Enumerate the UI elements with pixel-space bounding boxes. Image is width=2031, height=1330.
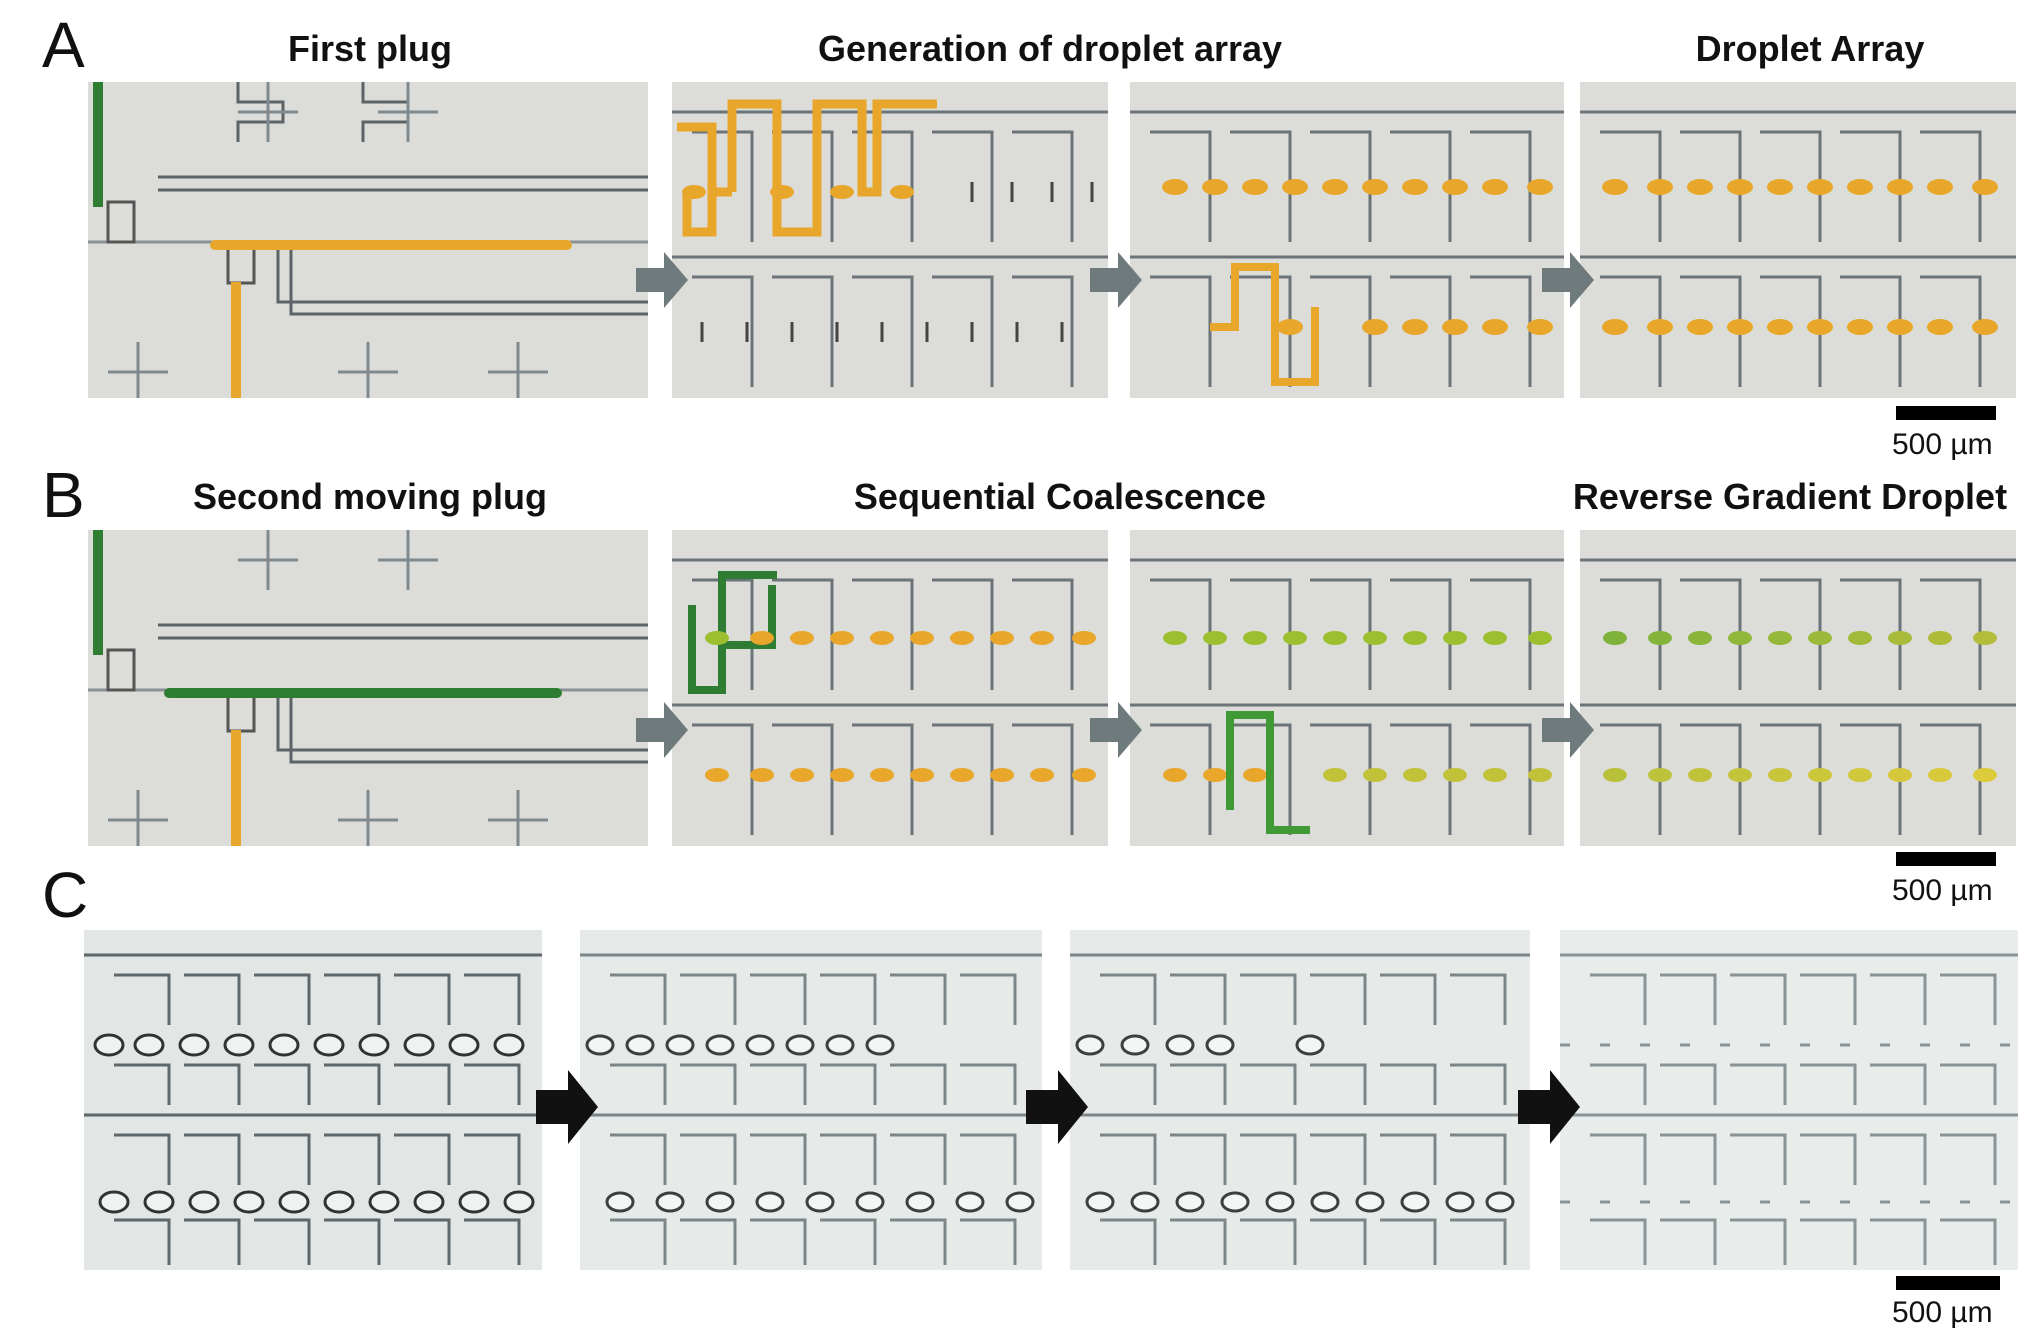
title-reverse-gradient-droplet: Reverse Gradient Droplet bbox=[1572, 476, 2008, 517]
title-first-plug: First plug bbox=[288, 28, 452, 69]
arrow-right-icon bbox=[536, 1070, 598, 1144]
scale-bar-label: 500 µm bbox=[1892, 1296, 1993, 1329]
title-droplet-array: Droplet Array bbox=[1695, 28, 1925, 69]
title-second-moving-plug: Second moving plug bbox=[192, 476, 547, 517]
panel-b-coalescence-1-micrograph bbox=[672, 530, 1108, 846]
panel-c-image-3-micrograph bbox=[1070, 930, 1530, 1270]
panel-letter-b: B bbox=[42, 459, 85, 531]
panel-a-generation-1-micrograph bbox=[672, 82, 1108, 398]
arrow-right-icon bbox=[1542, 702, 1594, 758]
title-generation-of-droplet-array: Generation of droplet array bbox=[817, 28, 1283, 69]
scale-bar-label: 500 µm bbox=[1892, 874, 1993, 907]
scale-bar bbox=[1896, 852, 1996, 866]
arrow-right-icon bbox=[1026, 1070, 1088, 1144]
panel-b-reverse-gradient-micrograph bbox=[1580, 530, 2016, 846]
arrow-right-icon bbox=[1090, 252, 1142, 308]
panel-c-image-2-micrograph bbox=[580, 930, 1042, 1270]
scale-bar bbox=[1896, 1276, 2000, 1290]
panel-a-first-plug-micrograph bbox=[88, 82, 648, 398]
arrow-right-icon bbox=[636, 702, 688, 758]
arrow-right-icon bbox=[1090, 702, 1142, 758]
arrow-right-icon bbox=[1518, 1070, 1580, 1144]
arrow-right-icon bbox=[636, 252, 688, 308]
scale-bar bbox=[1896, 406, 1996, 420]
arrow-right-icon bbox=[1542, 252, 1594, 308]
panel-c-image-4-micrograph bbox=[1560, 930, 2018, 1270]
panel-c-image-1-micrograph bbox=[84, 930, 542, 1270]
panel-a-generation-2-micrograph bbox=[1130, 82, 1564, 398]
panel-letter-a: A bbox=[42, 9, 85, 81]
panel-letter-c: C bbox=[42, 859, 89, 931]
panel-b-coalescence-2-micrograph bbox=[1130, 530, 1564, 846]
panel-a-droplet-array-micrograph bbox=[1580, 82, 2016, 398]
title-sequential-coalescence: Sequential Coalescence bbox=[853, 476, 1267, 517]
panel-b-second-plug-micrograph bbox=[88, 530, 648, 846]
scale-bar-label: 500 µm bbox=[1892, 428, 1993, 461]
